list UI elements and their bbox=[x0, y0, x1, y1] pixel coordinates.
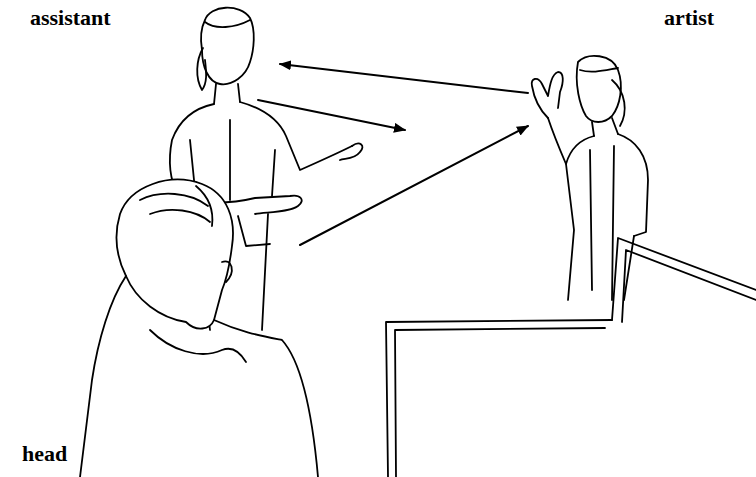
figure-label: artist bbox=[664, 6, 714, 30]
gaze-arrows bbox=[258, 64, 528, 245]
figure-label: assistant bbox=[30, 6, 111, 30]
figure-label: head bbox=[22, 442, 67, 466]
head-figure bbox=[80, 180, 318, 477]
artist-figure bbox=[532, 56, 648, 300]
